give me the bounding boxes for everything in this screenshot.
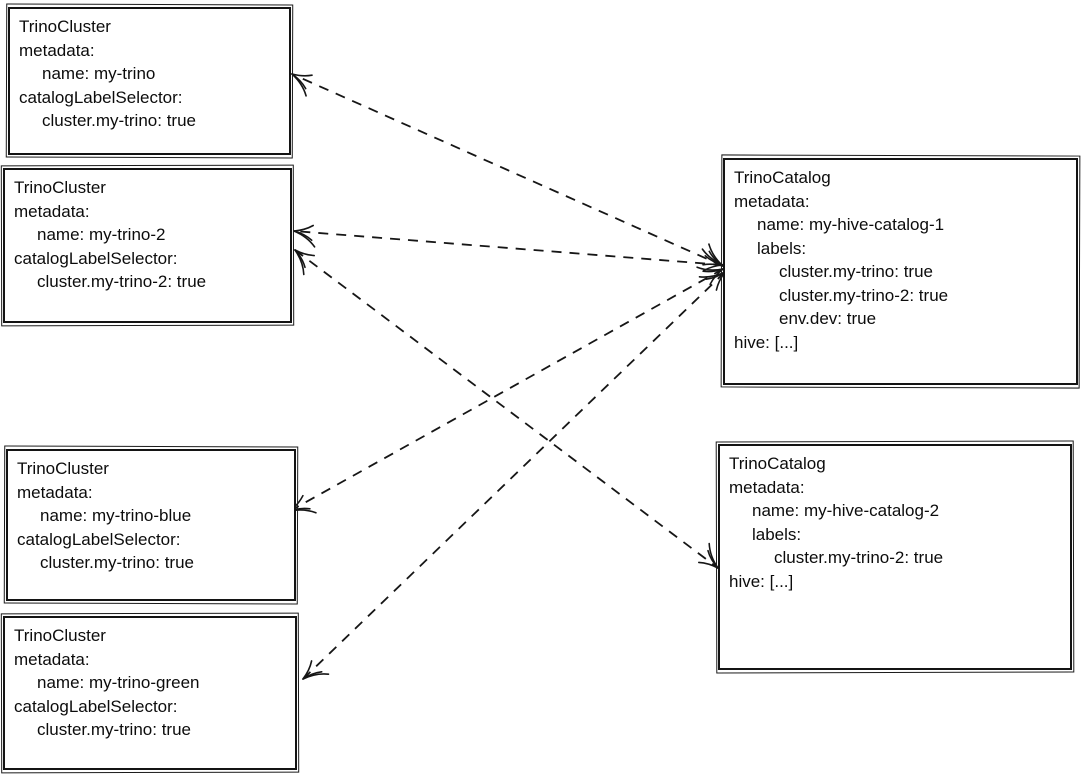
yaml-line: catalogLabelSelector: [14, 696, 178, 716]
yaml-line: TrinoCatalog [734, 168, 831, 187]
yaml-line: labels: [752, 524, 802, 544]
yaml-line: cluster.my-trino: true [37, 720, 191, 739]
yaml-line: metadata: [14, 649, 90, 669]
yaml-line: metadata: [14, 201, 90, 221]
yaml-line: catalogLabelSelector: [17, 529, 181, 549]
node-trinocluster-my-trino-blue: TrinoCluster metadata: name: my-trino-bl… [6, 449, 296, 601]
yaml-line: metadata: [17, 482, 93, 502]
node-trinocatalog-my-hive-catalog-1: TrinoCatalog metadata: name: my-hive-cat… [723, 158, 1078, 385]
yaml-line: TrinoCluster [14, 178, 106, 197]
edge-my-hive-catalog-1-to-my-trino-green [302, 271, 726, 680]
yaml-line: cluster.my-trino: true [42, 111, 196, 130]
yaml-line: hive: [...] [729, 571, 794, 591]
edge-my-hive-catalog-1-to-my-trino-blue [289, 266, 724, 514]
yaml-line: name: my-trino-green [37, 673, 200, 692]
yaml-line: catalogLabelSelector: [19, 87, 183, 107]
yaml-line: TrinoCluster [17, 459, 109, 478]
yaml-line: env.dev: true [779, 309, 877, 328]
yaml-line: cluster.my-trino-2: true [774, 548, 944, 567]
node-trinocluster-my-trino: TrinoCluster metadata: name: my-trino ca… [8, 7, 291, 155]
edge-my-trino-2-to-my-hive-catalog-2 [294, 249, 719, 569]
yaml-line: metadata: [729, 477, 805, 497]
yaml-line: metadata: [734, 191, 810, 211]
yaml-line: name: my-hive-catalog-2 [752, 501, 940, 520]
yaml-line: cluster.my-trino: true [40, 553, 194, 572]
yaml-line: TrinoCatalog [729, 454, 826, 473]
yaml-line: name: my-hive-catalog-1 [757, 215, 945, 234]
yaml-line: cluster.my-trino-2: true [779, 285, 949, 305]
yaml-line: TrinoCluster [14, 626, 106, 645]
yaml-line: catalogLabelSelector: [14, 248, 178, 268]
yaml-line: metadata: [19, 40, 95, 60]
yaml-line: name: my-trino-2 [37, 225, 166, 244]
yaml-line: labels: [757, 238, 807, 258]
yaml-line: name: my-trino [42, 64, 156, 83]
yaml-line: name: my-trino-blue [40, 506, 192, 525]
node-trinocatalog-my-hive-catalog-2: TrinoCatalog metadata: name: my-hive-cat… [718, 444, 1072, 670]
edge-my-hive-catalog-1-to-my-trino-2 [293, 224, 724, 272]
yaml-line: TrinoCluster [19, 17, 111, 36]
yaml-line: cluster.my-trino: true [779, 262, 933, 281]
node-trinocluster-my-trino-green: TrinoCluster metadata: name: my-trino-gr… [3, 616, 297, 770]
node-trinocluster-my-trino-2: TrinoCluster metadata: name: my-trino-2 … [3, 168, 292, 323]
yaml-line: cluster.my-trino-2: true [37, 272, 207, 291]
edge-my-hive-catalog-1-to-my-trino [291, 73, 724, 267]
yaml-line: hive: [...] [734, 332, 799, 352]
